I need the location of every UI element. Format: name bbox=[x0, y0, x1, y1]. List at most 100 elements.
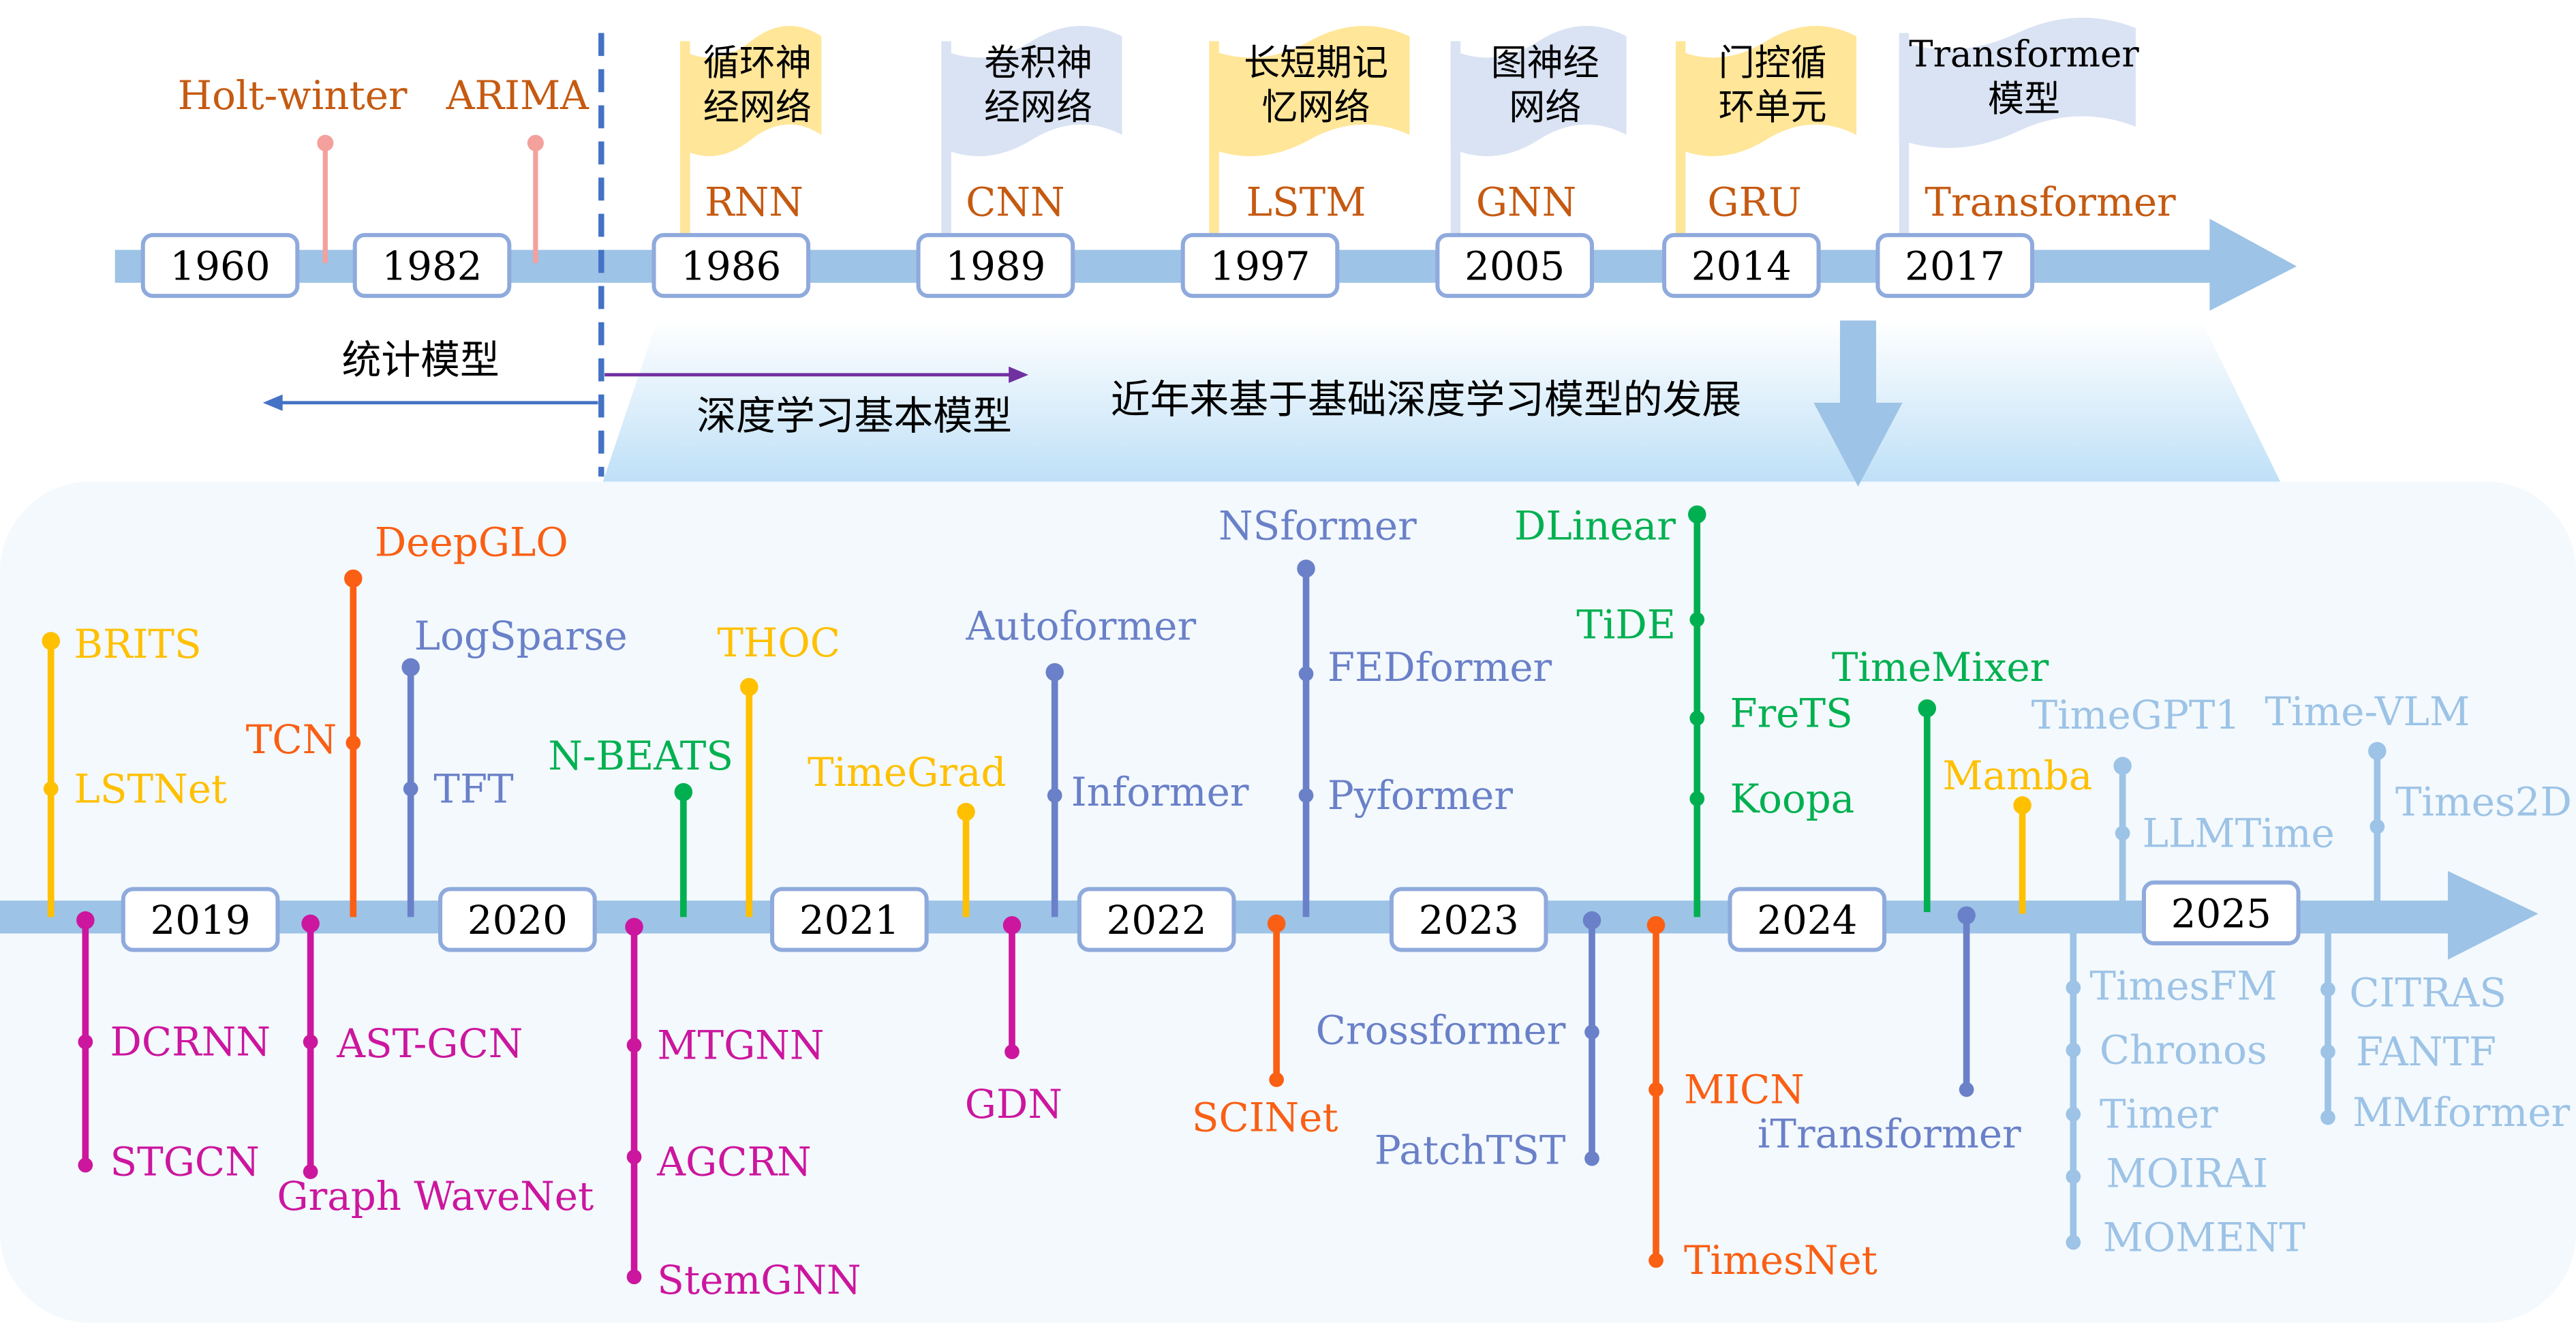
flag-title-line2: 网络 bbox=[1509, 86, 1581, 128]
year-label: 2022 bbox=[1107, 897, 1207, 943]
flag-model-name: CNN bbox=[966, 179, 1064, 226]
model-name: AST-GCN bbox=[336, 1020, 523, 1067]
model-name: THOC bbox=[717, 620, 840, 666]
flag-title-line2: 经网络 bbox=[703, 86, 812, 128]
model-name: Mamba bbox=[1942, 752, 2092, 799]
model-pin-dot bbox=[303, 1034, 318, 1050]
model-name: Pyformer bbox=[1328, 772, 1514, 819]
flag-title-line2: 经网络 bbox=[984, 86, 1092, 128]
flag-banner bbox=[1899, 17, 2136, 149]
model-pin-dot bbox=[1959, 1082, 1974, 1097]
model-name: TimeMixer bbox=[1832, 644, 2049, 690]
stat-model-label: 统计模型 bbox=[341, 337, 499, 383]
model-name: Crossformer bbox=[1316, 1007, 1566, 1054]
year-box bbox=[651, 232, 811, 299]
flag-title-line2: 模型 bbox=[1988, 78, 2060, 120]
model-name: TimesFM bbox=[2089, 963, 2277, 1009]
model-name: SCINet bbox=[1192, 1094, 1338, 1140]
model-pin-dot bbox=[1649, 1253, 1663, 1268]
model-pin-dot bbox=[1045, 663, 1064, 682]
model-pin-dot bbox=[2066, 1234, 2081, 1250]
model-name: Timer bbox=[2100, 1091, 2218, 1138]
year-box bbox=[916, 232, 1075, 299]
model-pin-dot bbox=[1047, 788, 1062, 803]
flag-title-line1: 门控循 bbox=[1719, 42, 1827, 84]
dl-arrow-head bbox=[1009, 366, 1029, 383]
model-pin-dot bbox=[344, 569, 363, 588]
flag-banner bbox=[1209, 25, 1410, 157]
model-name: DeepGLO bbox=[375, 519, 568, 566]
model-pin-dot bbox=[1584, 1151, 1599, 1166]
model-name: Informer bbox=[1071, 769, 1249, 815]
model-pin-dot bbox=[78, 1157, 93, 1173]
model-name: Chronos bbox=[2100, 1027, 2267, 1074]
model-name: MOIRAI bbox=[2106, 1150, 2269, 1196]
model-name: PatchTST bbox=[1375, 1127, 1566, 1174]
model-name: TimeGrad bbox=[808, 749, 1007, 795]
model-name: StemGNN bbox=[657, 1257, 861, 1303]
model-name: CITRAS bbox=[2349, 969, 2506, 1016]
year-label: 1982 bbox=[382, 243, 482, 290]
flag-title-line1: 长短期记 bbox=[1244, 42, 1388, 84]
stat-pin-dot bbox=[527, 134, 544, 151]
flag-model-name: GNN bbox=[1476, 179, 1576, 226]
model-pin-dot bbox=[2066, 1106, 2081, 1122]
model-name: Times2D bbox=[2395, 779, 2572, 825]
model-pin-dot bbox=[1689, 710, 1705, 726]
flag-banner bbox=[1450, 25, 1627, 157]
year-label: 2025 bbox=[2171, 891, 2271, 937]
year-label: 2023 bbox=[1419, 897, 1519, 943]
model-name: TiDE bbox=[1576, 601, 1676, 648]
year-box bbox=[1077, 887, 1236, 952]
model-pin-dot bbox=[626, 1149, 642, 1165]
model-name: GDN bbox=[965, 1081, 1062, 1127]
flag-banner bbox=[941, 25, 1122, 157]
model-pin-dot bbox=[301, 914, 320, 933]
model-name: DLinear bbox=[1514, 503, 1676, 549]
model-name: TimeGPT1 bbox=[2031, 692, 2241, 738]
model-pin-dot bbox=[2013, 796, 2031, 815]
stat-pin-dot bbox=[317, 134, 334, 151]
flag-title-line1: 循环神 bbox=[703, 42, 812, 84]
flag-banner bbox=[1675, 25, 1857, 157]
model-name: FEDformer bbox=[1328, 644, 1552, 690]
model-pin-dot bbox=[1005, 1044, 1019, 1059]
model-pin-dot bbox=[626, 1269, 642, 1285]
flag-model-name: GRU bbox=[1707, 179, 1802, 226]
model-name: MMformer bbox=[2352, 1089, 2570, 1136]
model-pin-dot bbox=[2115, 825, 2130, 841]
year-box bbox=[1662, 232, 1821, 299]
model-pin-dot bbox=[1582, 911, 1601, 930]
model-name: FreTS bbox=[1730, 690, 1852, 736]
model-pin-dot bbox=[1584, 1024, 1599, 1039]
model-pin-dot bbox=[78, 1034, 93, 1050]
model-name: Time-VLM bbox=[2265, 688, 2470, 735]
year-label: 2021 bbox=[799, 897, 900, 943]
year-box bbox=[1435, 232, 1594, 299]
model-name: MICN bbox=[1684, 1066, 1805, 1112]
model-pin-dot bbox=[346, 735, 361, 750]
model-pin-dot bbox=[674, 782, 693, 802]
model-pin-dot bbox=[2066, 1042, 2081, 1058]
model-pin-dot bbox=[625, 917, 643, 937]
year-label: 2014 bbox=[1691, 243, 1792, 290]
year-label: 1997 bbox=[1210, 243, 1310, 290]
year-box bbox=[1728, 887, 1887, 952]
model-pin-dot bbox=[740, 678, 758, 697]
flag-title-line2: 环单元 bbox=[1719, 86, 1827, 128]
model-name: MOMENT bbox=[2103, 1214, 2306, 1260]
year-box bbox=[438, 887, 597, 952]
flag-model-name: RNN bbox=[705, 179, 803, 226]
year-label: 1989 bbox=[945, 243, 1045, 290]
dl-model-label: 深度学习基本模型 bbox=[696, 393, 1012, 439]
model-pin-dot bbox=[42, 632, 60, 650]
model-name: LogSparse bbox=[414, 613, 628, 659]
model-pin-dot bbox=[2320, 982, 2335, 997]
flag-model-name: LSTM bbox=[1246, 179, 1366, 226]
model-pin-dot bbox=[1646, 916, 1666, 934]
model-name: FANTF bbox=[2356, 1029, 2496, 1075]
top-timeline-arrowhead bbox=[2209, 218, 2297, 311]
model-pin-dot bbox=[1297, 560, 1315, 578]
model-pin-dot bbox=[1002, 916, 1022, 934]
model-pin-dot bbox=[2320, 1044, 2335, 1059]
